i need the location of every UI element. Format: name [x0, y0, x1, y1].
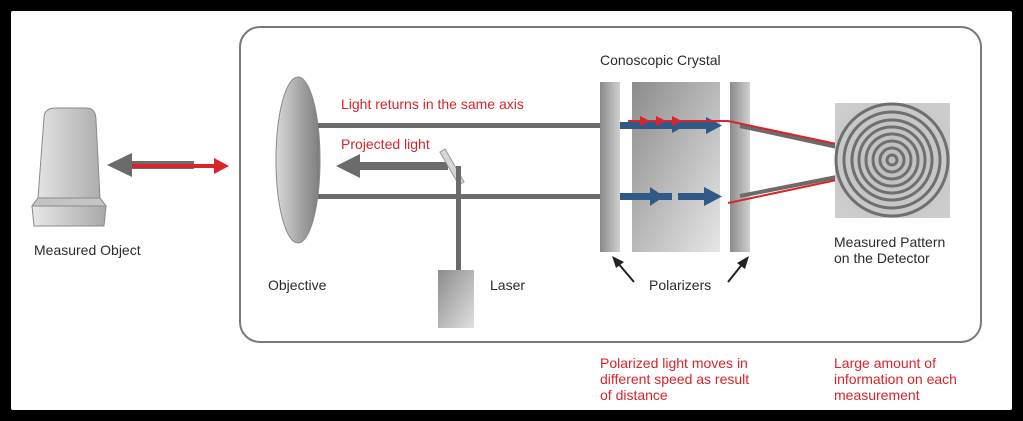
- measured-pattern-label-line2: on the Detector: [834, 250, 930, 266]
- large-amount-label-line2: information on each: [834, 371, 957, 387]
- measured-object: [31, 107, 107, 227]
- measured-pattern-label-line1: Measured Pattern: [834, 234, 946, 250]
- objective-label: Objective: [268, 277, 327, 293]
- polarized-light-label-line3: of distance: [600, 387, 668, 403]
- conoscopic-crystal: [632, 82, 720, 252]
- object-beam-arrow: [107, 153, 229, 177]
- measured-object-label: Measured Object: [34, 242, 141, 258]
- upper-red-arrows: [628, 116, 728, 126]
- lower-blue-arrows: [620, 187, 722, 206]
- laser-source: [438, 270, 474, 328]
- large-amount-label-line3: measurement: [834, 387, 920, 403]
- polarized-light-label-line1: Polarized light moves in: [600, 355, 748, 371]
- laser-label: Laser: [490, 277, 526, 293]
- polarizer-pointer-left: [612, 256, 635, 283]
- large-amount-label-line1: Large amount of: [834, 355, 936, 371]
- polarized-light-label-line2: different speed as result: [600, 371, 750, 387]
- projected-light-arrow: [336, 154, 448, 178]
- upper-beam: [318, 123, 608, 128]
- conoscopic-crystal-label: Conoscopic Crystal: [600, 52, 721, 68]
- projected-light-label: Projected light: [341, 136, 430, 152]
- objective-lens: [275, 76, 321, 244]
- polarizer-pointer-right: [727, 256, 749, 283]
- detector-pattern: [834, 102, 950, 218]
- lower-beam: [318, 194, 608, 199]
- laser-beam: [456, 166, 461, 270]
- system-enclosure: [239, 26, 982, 343]
- light-returns-label: Light returns in the same axis: [341, 96, 524, 112]
- polarizers-label: Polarizers: [649, 277, 712, 293]
- polarizer-right: [730, 82, 750, 252]
- polarizer-left: [600, 82, 620, 252]
